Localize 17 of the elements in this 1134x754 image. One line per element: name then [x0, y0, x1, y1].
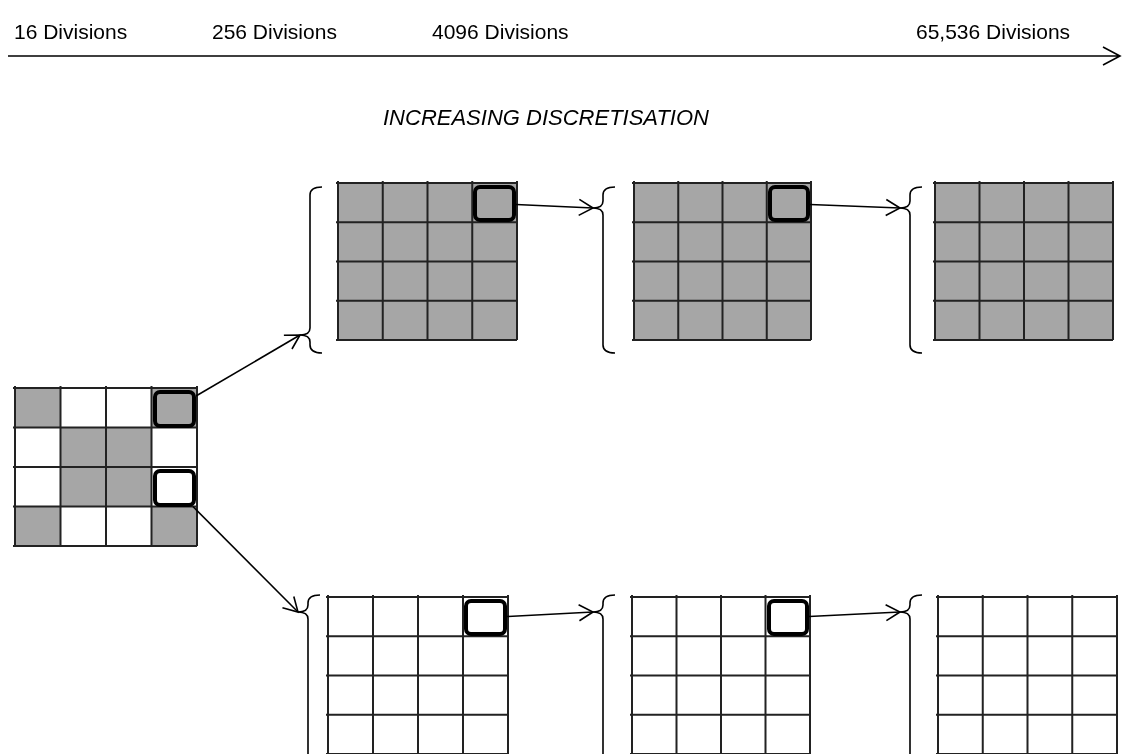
scale-label: 65,536 Divisions	[916, 20, 1071, 44]
highlighted-cell	[767, 185, 810, 223]
scale-label: 256 Divisions	[212, 20, 337, 44]
highlighted-cell	[473, 185, 516, 223]
arrow	[809, 198, 901, 217]
highlighted-cell	[152, 469, 196, 507]
scale-label: 4096 Divisions	[432, 20, 569, 44]
arrow	[506, 603, 594, 622]
highlighted-cell	[152, 390, 196, 428]
highlighted-cell	[464, 599, 507, 637]
highlighted-cell	[766, 599, 809, 637]
axis-caption: INCREASING DISCRETISATION	[383, 106, 709, 131]
arrow	[515, 198, 594, 217]
arrow	[808, 603, 901, 622]
arrow	[195, 334, 301, 397]
arrow	[192, 505, 299, 613]
scale-label: 16 Divisions	[14, 20, 128, 44]
